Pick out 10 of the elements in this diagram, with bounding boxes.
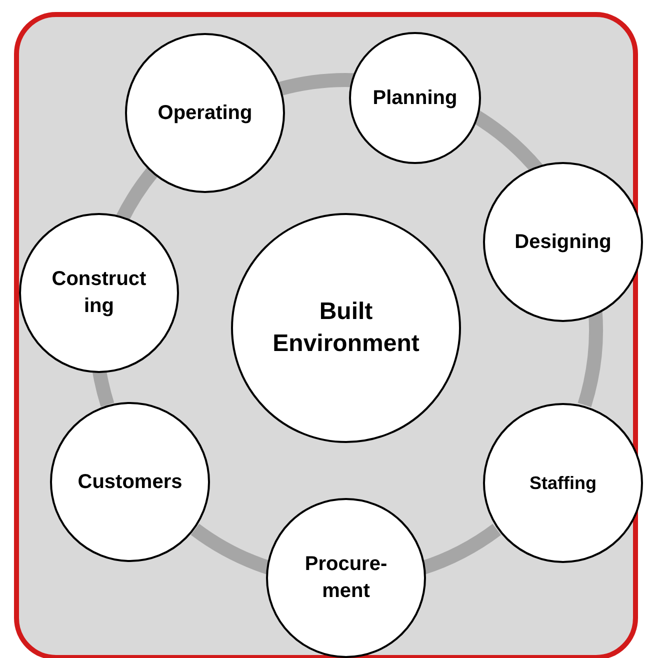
circle-label: Procure- ment xyxy=(304,552,388,604)
circle-label: Construct ing xyxy=(50,267,148,319)
circle-label: Staffing xyxy=(528,472,598,495)
circle-label: Operating xyxy=(156,100,254,126)
connector-arc xyxy=(278,73,356,96)
circle-label: Customers xyxy=(76,470,184,494)
circle-label: Planning xyxy=(372,86,458,110)
connector-arc xyxy=(578,310,603,407)
circle-label: Designing xyxy=(514,230,612,254)
circle-label: Built Environment xyxy=(272,296,420,359)
